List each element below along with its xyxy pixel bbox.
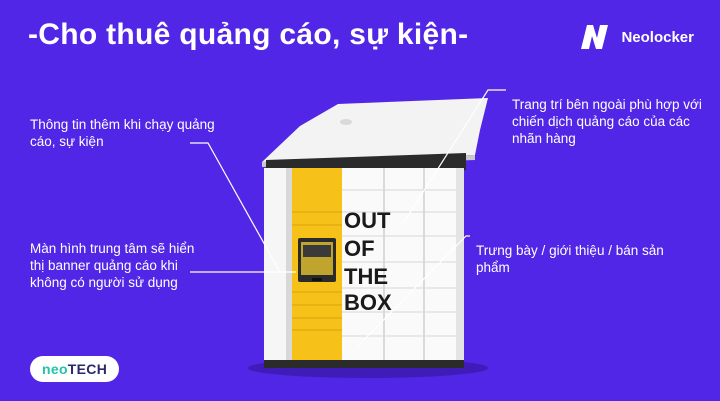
locker-top-band: [266, 153, 466, 170]
page-title: -Cho thuê quảng cáo, sự kiện-: [28, 18, 469, 51]
door-text-line-4: BOX: [344, 290, 392, 315]
callout-extra-info: Thông tin thêm khi chạy quảng cáo, sự ki…: [30, 117, 215, 149]
neotech-logo-tech: TECH: [67, 361, 108, 377]
locker-base: [264, 360, 464, 368]
locker-left-side-shade: [286, 168, 292, 364]
door-text-line-2: OF: [344, 236, 375, 261]
callout-center-screen: Màn hình trung tâm sẽ hiển thị banner qu…: [30, 241, 195, 290]
brand-name: Neolocker: [621, 28, 694, 46]
pointer-line-top-left: [190, 142, 281, 273]
pointer-line-middle-right: [357, 235, 470, 347]
door-text-line-1: OUT: [344, 208, 391, 233]
callout-product-display: Trưng bày / giới thiệu / bán sản phẩm: [476, 243, 664, 275]
door-text-line-3: THE: [344, 264, 388, 289]
neotech-logo-neo: neo: [42, 361, 68, 377]
canopy-light: [340, 119, 352, 125]
locker-body: [342, 168, 464, 364]
pointer-line-top-right: [403, 89, 506, 223]
neotech-logo: neo TECH: [30, 356, 120, 382]
callout-exterior-decoration: Trang trí bên ngoài phù hợp với chiến dị…: [512, 97, 702, 146]
brand: Neolocker: [579, 24, 694, 50]
locker-canopy: [262, 98, 488, 162]
neolocker-n-logo-icon: [581, 25, 609, 49]
